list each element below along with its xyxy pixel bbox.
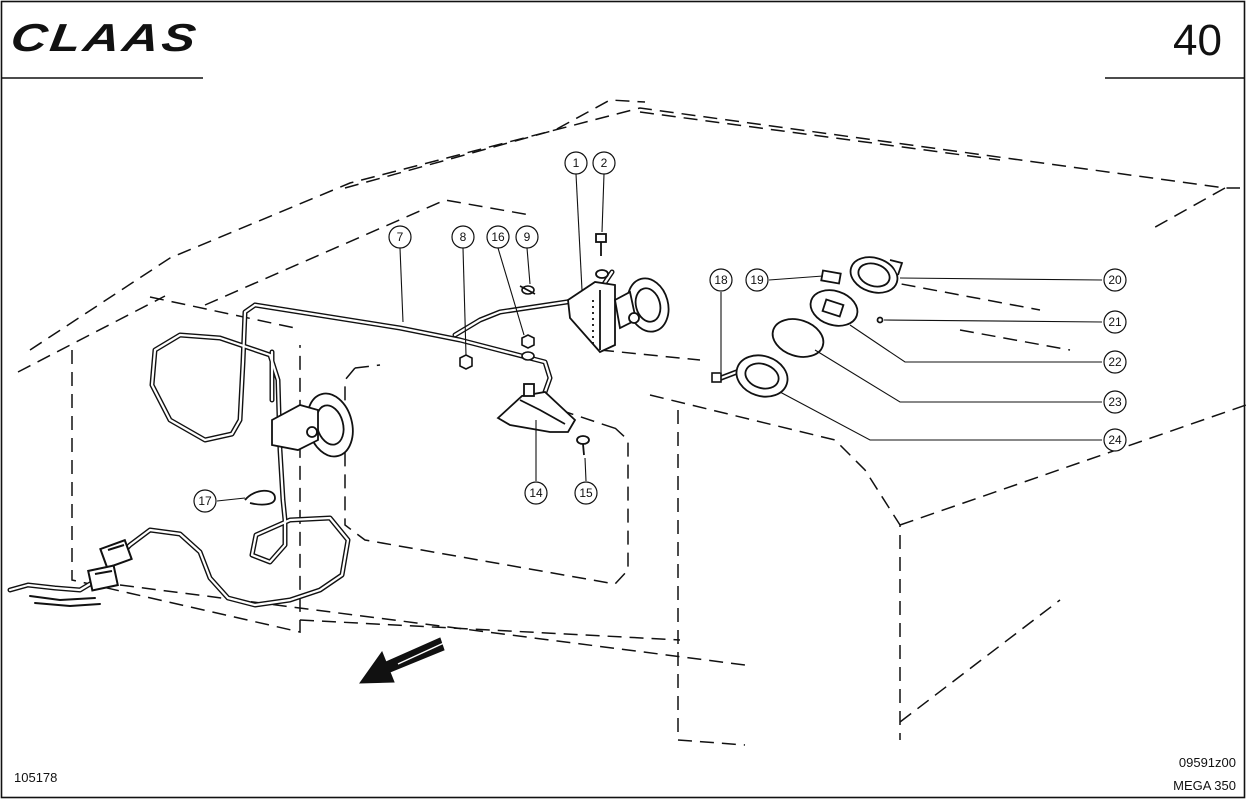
callout-label: 18 — [714, 273, 728, 287]
claas-logo: CLAAS — [8, 15, 202, 60]
callout-14 — [524, 481, 548, 505]
leader-lines — [216, 173, 1103, 502]
callout-label: 16 — [491, 230, 505, 244]
clamp-part — [244, 489, 276, 506]
callout-2 — [592, 151, 616, 175]
callout-label: 21 — [1108, 315, 1122, 329]
callout-label: 15 — [579, 486, 593, 500]
callout-15 — [574, 481, 598, 505]
callout-8 — [451, 225, 475, 249]
left-lamp-assembly — [271, 392, 354, 458]
machine-outline-dashed — [17, 99, 1246, 746]
callout-label: 7 — [397, 230, 404, 244]
harness-connectors — [87, 538, 133, 592]
callout-bubbles — [193, 151, 1127, 513]
callout-label: 2 — [601, 156, 608, 170]
callout-24 — [1103, 428, 1127, 452]
callout-19 — [745, 268, 769, 292]
exploded-lamp-parts — [735, 256, 904, 398]
callout-21 — [1103, 310, 1127, 334]
callout-9 — [515, 225, 539, 249]
callout-label: 19 — [750, 273, 764, 287]
callout-label: 1 — [573, 156, 580, 170]
callout-label: 22 — [1108, 355, 1122, 369]
model-name: MEGA 350 — [1173, 778, 1236, 793]
callout-1 — [564, 151, 588, 175]
callout-18 — [709, 268, 733, 292]
callout-label: 14 — [529, 486, 543, 500]
drawing-code: 09591z00 — [1178, 755, 1236, 770]
callout-labels: 1 2 7 8 9 14 15 16 17 18 19 20 21 22 23 … — [198, 156, 1122, 508]
callout-label: 8 — [460, 230, 467, 244]
callout-20 — [1103, 268, 1127, 292]
callout-label: 20 — [1108, 273, 1122, 287]
callout-22 — [1103, 350, 1127, 374]
callout-23 — [1103, 390, 1127, 414]
bracket-lamp-assembly — [567, 233, 670, 354]
callout-label: 17 — [198, 494, 212, 508]
callout-7 — [388, 225, 412, 249]
page-number: 40 — [1173, 16, 1222, 65]
callout-17 — [193, 489, 217, 513]
callout-label: 9 — [524, 230, 531, 244]
document-number: 105178 — [14, 770, 58, 785]
callout-label: 23 — [1108, 395, 1122, 409]
callout-16 — [486, 225, 510, 249]
center-lamp-assembly — [496, 383, 590, 456]
callout-label: 24 — [1108, 433, 1122, 447]
direction-arrow-icon — [359, 637, 447, 684]
cable-harness — [7, 269, 615, 608]
